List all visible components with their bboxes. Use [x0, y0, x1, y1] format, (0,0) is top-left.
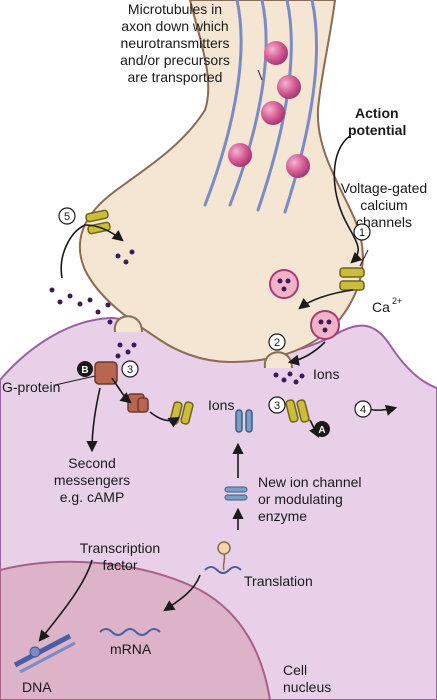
svg-text:Second: Second	[68, 455, 115, 471]
synaptic-vesicles	[269, 269, 340, 340]
microtubules	[203, 0, 318, 214]
svg-text:or modulating: or modulating	[258, 491, 343, 507]
translation-label: Translation	[244, 573, 313, 589]
calcium-charge: 2+	[392, 296, 402, 306]
svg-text:and/or precursors: and/or precursors	[120, 52, 230, 68]
action-potential-label: Action potential	[348, 105, 406, 138]
svg-text:3: 3	[127, 364, 133, 376]
ribosome	[217, 541, 231, 571]
svg-text:factor: factor	[102, 557, 137, 573]
svg-text:are transported: are transported	[128, 69, 223, 85]
new-ion-channel-label: New ion channel or modulating enzyme	[258, 474, 362, 524]
svg-text:Voltage-gated: Voltage-gated	[341, 180, 427, 196]
cell-nucleus-label: Cell nucleus	[283, 662, 331, 695]
g-protein-label: G-protein	[2, 379, 60, 395]
arrows	[38, 135, 398, 642]
exocytosis-left	[113, 315, 143, 333]
step-1: 1	[353, 223, 371, 241]
step-2: 2	[268, 333, 286, 351]
svg-text:axon down which: axon down which	[121, 18, 228, 34]
svg-text:New ion channel: New ion channel	[258, 474, 362, 490]
svg-text:neurotransmitters: neurotransmitters	[121, 35, 230, 51]
step-5: 5	[58, 207, 76, 225]
mrna-strand	[99, 628, 161, 636]
svg-text:potential: potential	[348, 122, 406, 138]
svg-text:Cell: Cell	[283, 662, 307, 678]
mrna-label: mRNA	[110, 641, 152, 657]
calcium-channel	[339, 267, 365, 291]
svg-text:Transcription: Transcription	[80, 540, 160, 556]
second-messengers-label: Second messengers e.g. cAMP	[54, 455, 130, 505]
step-3-left: 3	[121, 360, 139, 378]
callout-lines	[54, 69, 369, 386]
svg-text:1: 1	[359, 227, 365, 239]
transcription-factor-label: Transcription factor	[80, 540, 160, 573]
svg-text:4: 4	[360, 404, 366, 416]
mrna-translation	[204, 566, 242, 574]
svg-text:3: 3	[274, 400, 280, 412]
svg-text:e.g. cAMP: e.g. cAMP	[60, 489, 125, 505]
postsynaptic-ion-channel-right	[285, 399, 310, 423]
step-3-right: 3	[268, 396, 286, 414]
svg-text:calcium: calcium	[360, 197, 407, 213]
svg-text:nucleus: nucleus	[283, 679, 331, 695]
svg-text:enzyme: enzyme	[258, 508, 307, 524]
svg-text:messengers: messengers	[54, 472, 130, 488]
svg-text:A: A	[318, 425, 325, 436]
badge-b: B	[77, 361, 93, 377]
step-4: 4	[354, 400, 372, 418]
calcium-label: Ca	[372, 299, 390, 315]
svg-text:channels: channels	[356, 214, 412, 230]
svg-text:5: 5	[64, 211, 70, 223]
transport-vesicles	[228, 41, 310, 178]
dna-label: DNA	[22, 679, 52, 695]
svg-text:Microtubules in: Microtubules in	[128, 1, 222, 17]
new-ion-channel	[235, 409, 253, 433]
modulating-enzyme	[224, 486, 248, 501]
svg-text:Action: Action	[355, 105, 399, 121]
ions-left-label: Ions	[208, 397, 234, 413]
ions-right-label: Ions	[313, 366, 339, 382]
voltage-gated-label: Voltage-gated calcium channels	[341, 180, 427, 230]
neurotransmitter-dots	[49, 249, 305, 385]
dna-helix	[13, 633, 76, 674]
svg-text:2: 2	[274, 337, 280, 349]
microtubules-label: Microtubules in axon down which neurotra…	[120, 1, 230, 85]
badge-a: A	[314, 421, 330, 437]
svg-text:B: B	[81, 365, 88, 376]
